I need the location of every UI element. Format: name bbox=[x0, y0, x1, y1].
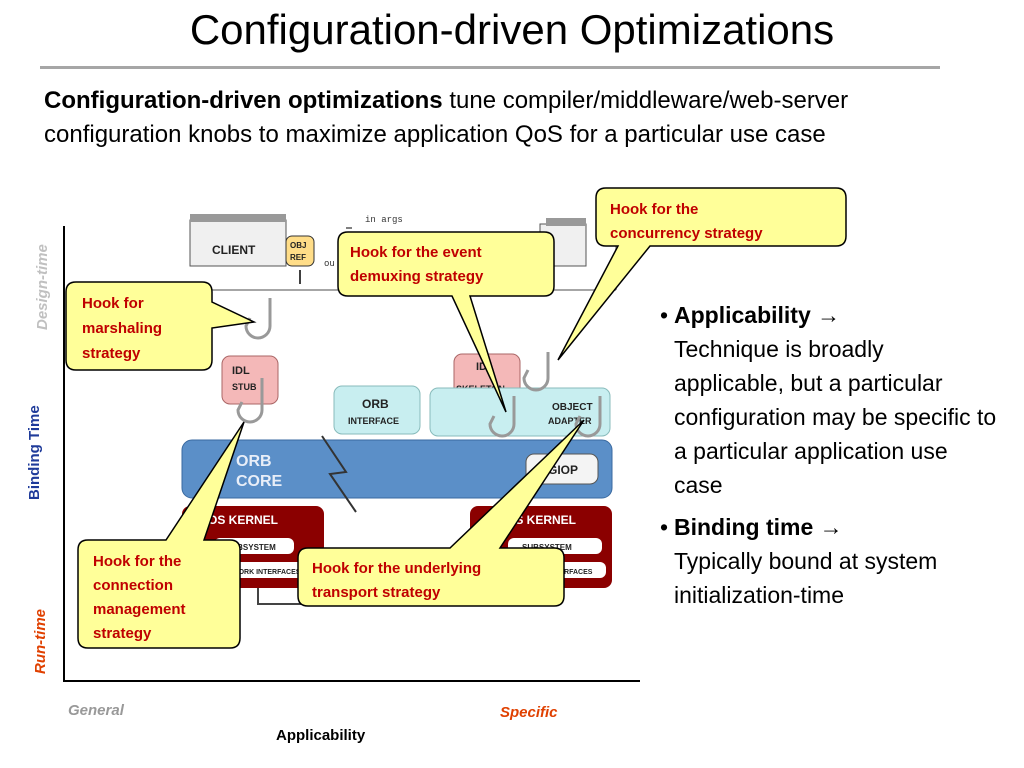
callout-connection-line-4: strategy bbox=[93, 625, 152, 642]
network-interfaces-left-label: NETWORK INTERFACES bbox=[218, 569, 301, 576]
bullet-applicability-label: Applicability bbox=[674, 302, 811, 328]
network-break bbox=[321, 435, 357, 513]
intro-paragraph: Configuration-driven optimizations tune … bbox=[44, 84, 964, 152]
callout-concurrency: Hook for the concurrency strategy bbox=[557, 187, 847, 361]
callout-transport-line-1: Hook for the underlying bbox=[312, 560, 481, 577]
hook-icon-stub bbox=[236, 378, 264, 424]
client-box-top bbox=[190, 214, 286, 222]
orb-interface-label-1: ORB bbox=[362, 397, 389, 411]
bullet-list: • Applicability →Technique is broadly ap… bbox=[660, 298, 1000, 620]
bullet-binding-time: • Binding time →Typically bound at syste… bbox=[660, 514, 938, 608]
obj-ref-label-2: REF bbox=[290, 253, 306, 262]
in-args-label: in args bbox=[365, 215, 403, 225]
os-kernel-right-label: OS KERNEL bbox=[506, 513, 576, 527]
orb-core-box bbox=[181, 439, 613, 499]
bullet-binding-time-label: Binding time bbox=[674, 514, 814, 540]
obj-ref-label-1: OBJ bbox=[290, 241, 306, 250]
callout-concurrency-line-1: Hook for the bbox=[610, 201, 698, 218]
callout-event-demux-line-2: demuxing strategy bbox=[350, 268, 484, 285]
subsystem-left-label: SUBSYSTEM bbox=[226, 543, 276, 552]
bullet-applicability-text: Technique is broadly applicable, but a p… bbox=[674, 336, 997, 498]
orb-interface-label-2: INTERFACE bbox=[348, 416, 399, 426]
callout-event-demux: Hook for the event demuxing strategy bbox=[337, 231, 555, 413]
axis-applicability: Applicability bbox=[276, 727, 366, 744]
intro-rest: tune compiler/middleware/web-server conf… bbox=[44, 87, 849, 148]
obj-ref-box bbox=[285, 235, 315, 267]
object-adapter-label-1: OBJECT bbox=[552, 402, 593, 413]
bullet-applicability: • Applicability →Technique is broadly ap… bbox=[660, 302, 997, 498]
intro-bold: Configuration-driven optimizations bbox=[44, 87, 443, 114]
callout-connection-line-2: connection bbox=[93, 577, 173, 594]
giop-label: GIOP bbox=[548, 463, 578, 477]
object-adapter-label-2: ADAPTER bbox=[548, 416, 592, 426]
callout-marshaling-line-2: marshaling bbox=[82, 320, 162, 337]
idl-stub-box bbox=[221, 355, 279, 405]
idl-stub-label-1: IDL bbox=[232, 365, 250, 377]
callout-connection: Hook for the connection management strat… bbox=[77, 421, 245, 649]
slide-title: Configuration-driven Optimizations bbox=[189, 6, 835, 53]
axis-specific: Specific bbox=[500, 704, 558, 721]
hook-icon-concurrency bbox=[522, 352, 550, 392]
callout-marshaling-line-3: strategy bbox=[82, 345, 141, 362]
client-label: CLIENT bbox=[212, 243, 256, 257]
orb-interface-box bbox=[333, 385, 421, 435]
idl-stub-label-2: STUB bbox=[232, 382, 257, 392]
callout-transport-line-2: transport strategy bbox=[312, 584, 441, 601]
callout-concurrency-line-2: concurrency strategy bbox=[610, 225, 763, 242]
callout-event-demux-line-1: Hook for the event bbox=[350, 244, 482, 261]
callout-connection-line-1: Hook for the bbox=[93, 553, 181, 570]
orb-core-label-2: CORE bbox=[236, 473, 283, 490]
arrow-icon: → bbox=[817, 302, 841, 328]
hook-icon-marshal bbox=[244, 298, 272, 340]
bullet-binding-time-text: Typically bound at system initialization… bbox=[674, 548, 938, 608]
callout-transport: Hook for the underlying transport strate… bbox=[297, 419, 585, 607]
callout-connection-line-3: management bbox=[93, 601, 186, 618]
orb-core-label-1: ORB bbox=[236, 453, 272, 470]
callout-marshaling: Hook for marshaling strategy bbox=[65, 281, 257, 371]
hook-icon-demux bbox=[488, 396, 516, 438]
callout-marshaling-line-1: Hook for bbox=[82, 295, 144, 312]
title-rule bbox=[40, 66, 940, 69]
arrow-icon: → bbox=[819, 514, 843, 540]
axis-general: General bbox=[68, 702, 124, 719]
object-adapter-box bbox=[429, 387, 611, 437]
out-label: ou bbox=[324, 259, 335, 269]
os-kernel-left-label: OS KERNEL bbox=[208, 513, 278, 527]
